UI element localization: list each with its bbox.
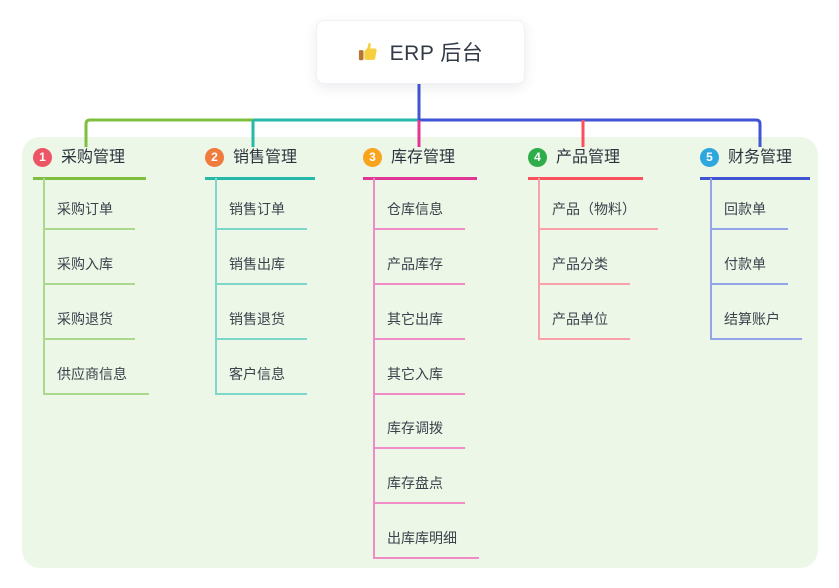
mindmap-node[interactable]: 其它出库 <box>373 309 465 340</box>
branch-1-title: 采购管理 <box>61 149 126 166</box>
mindmap-node[interactable]: 采购退货 <box>43 309 135 340</box>
mindmap-node[interactable]: 销售出库 <box>215 254 307 285</box>
branch-1-badge: 1 <box>33 148 52 167</box>
mindmap-node[interactable]: 库存盘点 <box>373 473 465 504</box>
mindmap-node[interactable]: 付款单 <box>710 254 788 285</box>
branch-2-title: 销售管理 <box>233 149 298 166</box>
branch-5-badge: 5 <box>700 148 719 167</box>
branch-header-product[interactable]: 4 产品管理 <box>528 147 643 180</box>
branch-4-title: 产品管理 <box>556 149 621 166</box>
mindmap-node[interactable]: 产品单位 <box>538 309 630 340</box>
mindmap-node[interactable]: 销售订单 <box>215 199 307 230</box>
branch-3-child-line <box>373 178 375 559</box>
branch-header-sales[interactable]: 2 销售管理 <box>205 147 315 180</box>
mindmap-node[interactable]: 其它入库 <box>373 364 465 395</box>
branch-4-child-line <box>538 178 540 340</box>
branch-5-child-line <box>710 178 712 340</box>
branch-2-child-line <box>215 178 217 394</box>
branch-5-title: 财务管理 <box>728 149 793 166</box>
branch-2-badge: 2 <box>205 148 224 167</box>
branch-header-inventory[interactable]: 3 库存管理 <box>363 147 477 180</box>
mindmap-node[interactable]: 采购订单 <box>43 199 135 230</box>
mindmap-node[interactable]: 库存调拨 <box>373 418 465 449</box>
branch-header-purchase[interactable]: 1 采购管理 <box>33 147 146 180</box>
mindmap-node[interactable]: 销售退货 <box>215 309 307 340</box>
root-label: ERP 后台 <box>389 42 484 65</box>
mindmap-node[interactable]: 产品分类 <box>538 254 630 285</box>
branch-3-title: 库存管理 <box>391 149 456 166</box>
branch-1-child-line <box>43 178 45 394</box>
mindmap-node[interactable]: 仓库信息 <box>373 199 465 230</box>
thumbs-up-icon <box>358 41 380 63</box>
branch-header-finance[interactable]: 5 财务管理 <box>700 147 810 180</box>
branch-3-badge: 3 <box>363 148 382 167</box>
mindmap-node[interactable]: 结算账户 <box>710 309 802 340</box>
mindmap-panel <box>22 137 818 568</box>
root-node[interactable]: ERP 后台 <box>316 20 525 84</box>
mindmap-node[interactable]: 采购入库 <box>43 254 135 285</box>
mindmap-node[interactable]: 回款单 <box>710 199 788 230</box>
mindmap-node[interactable]: 产品（物料） <box>538 199 658 230</box>
mindmap-node[interactable]: 供应商信息 <box>43 364 149 395</box>
branch-4-badge: 4 <box>528 148 547 167</box>
mindmap-node[interactable]: 出库库明细 <box>373 528 479 559</box>
mindmap-node[interactable]: 产品库存 <box>373 254 465 285</box>
mindmap-node[interactable]: 客户信息 <box>215 364 307 395</box>
